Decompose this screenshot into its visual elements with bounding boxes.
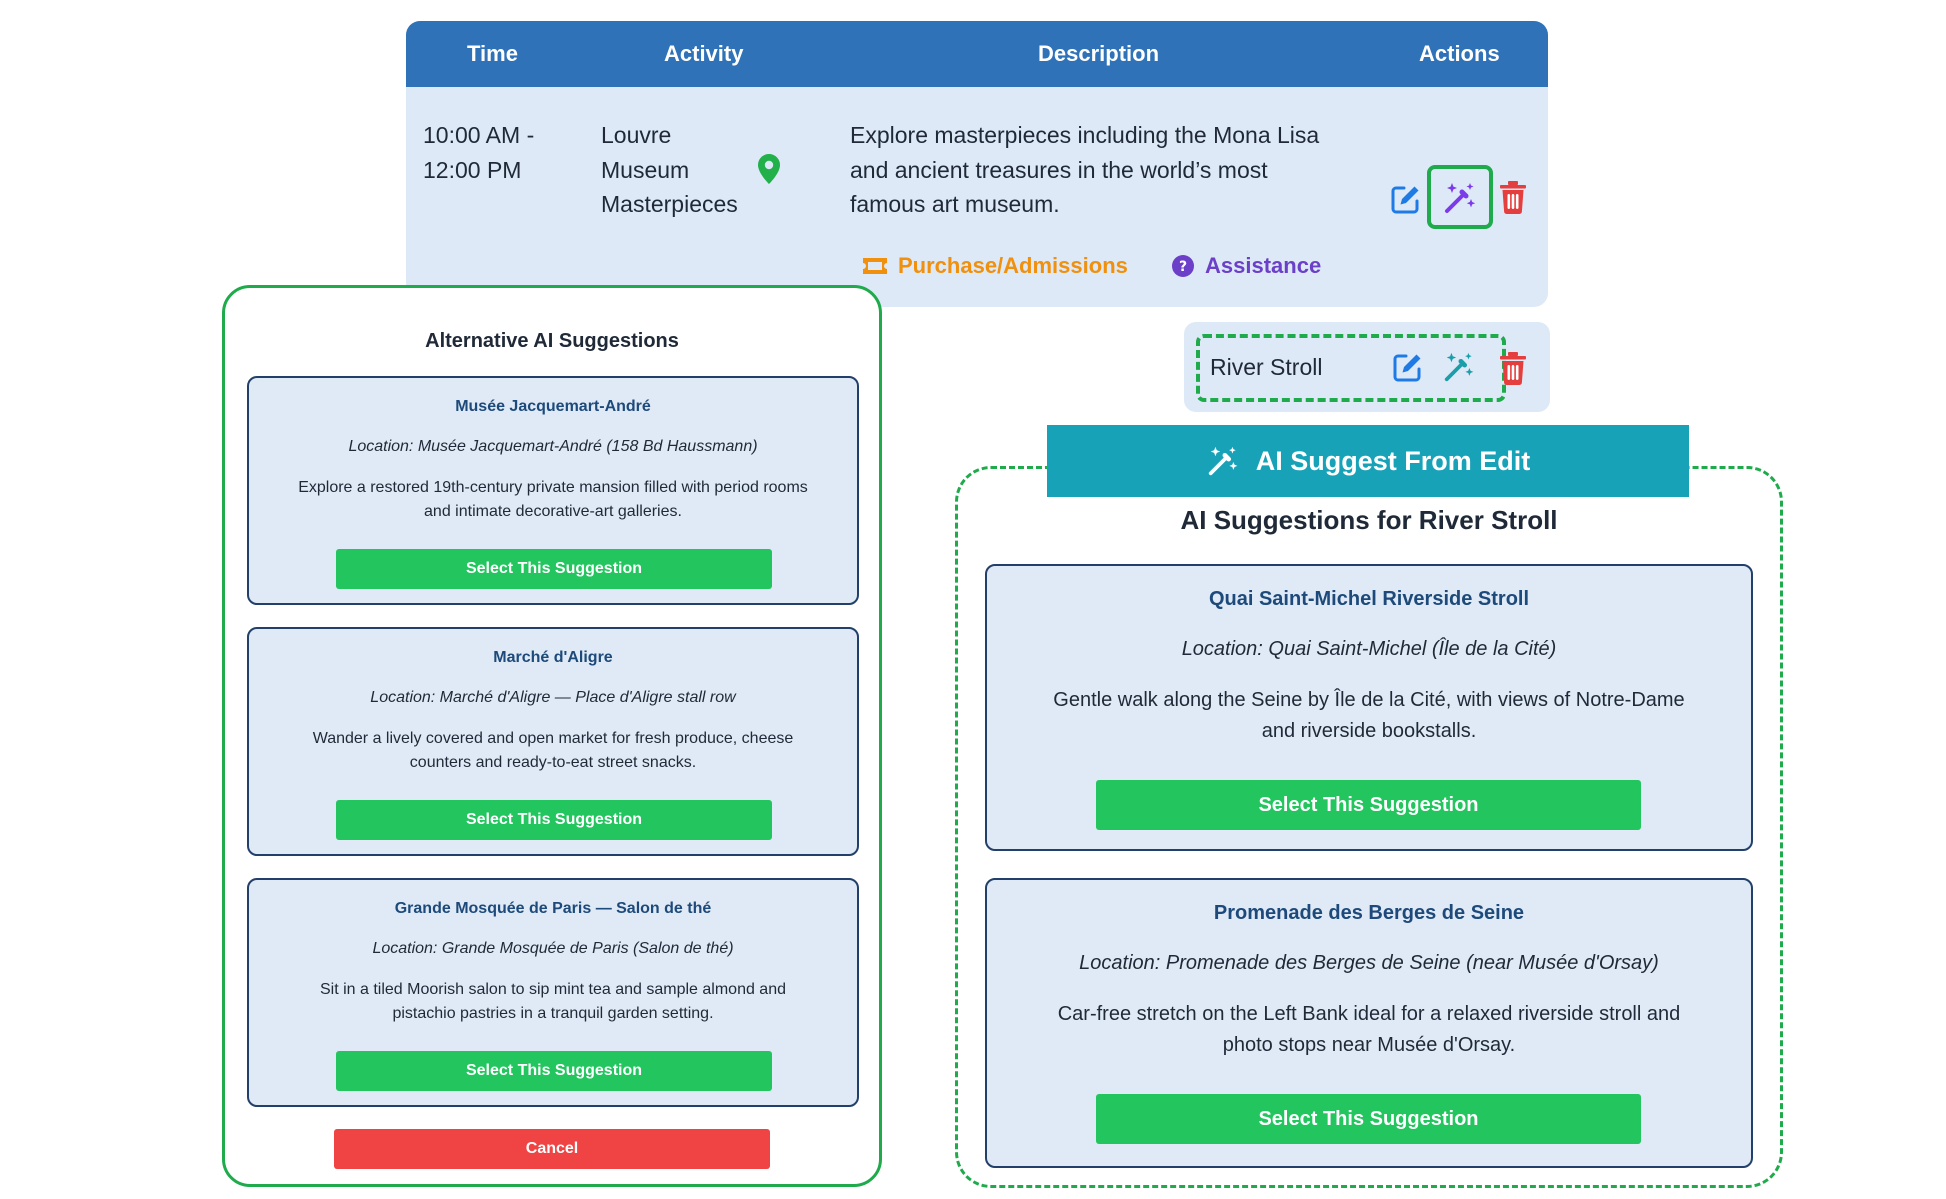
header-time: Time [467,41,518,66]
ticket-icon [863,258,887,274]
magic-wand-icon [1208,446,1238,476]
alternative-suggestions-panel: Alternative AI Suggestions Musée Jacquem… [222,285,882,1187]
suggestion-description-line-1: Wander a lively covered and open market … [312,730,794,747]
suggestion-title: Quai Saint-Michel Riverside Stroll [1208,588,1530,610]
suggestion-location: Location: Marché d'Aligre — Place d'Alig… [370,689,736,706]
edit-icon[interactable] [1391,350,1425,384]
panel-title: Alternative AI Suggestions [425,330,679,352]
activity-edit-input[interactable]: River Stroll [1210,354,1323,380]
suggestion-description-line-2: pistachio pastries in a tranquil garden … [392,1005,714,1022]
time-line-2: 12:00 PM [423,157,522,183]
ai-suggest-label: AI Suggest From Edit [1255,445,1531,476]
suggestion-card: Quai Saint-Michel Riverside Stroll Locat… [985,564,1753,851]
select-suggestion-button[interactable]: Select This Suggestion [336,800,772,840]
trash-icon[interactable] [1498,350,1528,386]
description-line-1: Explore masterpieces including the Mona … [850,122,1320,148]
table-header: Time Activity Description Actions [406,21,1548,87]
header-actions: Actions [1419,41,1500,66]
select-suggestion-button[interactable]: Select This Suggestion [336,549,772,589]
magic-wand-icon[interactable] [1441,349,1477,385]
time-line-1: 10:00 AM - [423,122,535,148]
suggestion-location: Location: Musée Jacquemart-André (158 Bd… [348,438,758,455]
suggestion-card: Grande Mosquée de Paris — Salon de thé L… [247,878,859,1107]
suggestion-description-line-2: counters and ready-to-eat street snacks. [409,754,697,771]
header-activity: Activity [664,41,744,66]
suggestion-description-line-1: Explore a restored 19th-century private … [298,479,808,496]
suggestion-description-line-2: and intimate decorative-art galleries. [424,503,682,520]
select-suggestion-button[interactable]: Select This Suggestion [1096,1094,1641,1144]
magic-highlight-frame [1427,165,1493,229]
suggestion-location: Location: Quai Saint-Michel (Île de la C… [1181,638,1557,660]
suggestion-description-line-1: Car-free stretch on the Left Bank ideal … [1057,1003,1681,1025]
header-description: Description [1038,41,1160,66]
suggestion-description-line-1: Sit in a tiled Moorish salon to sip mint… [319,981,786,998]
suggestion-card: Promenade des Berges de Seine Location: … [985,878,1753,1168]
magic-wand-icon[interactable] [1441,179,1479,217]
purchase-admissions-label: Purchase/Admissions [898,253,1128,278]
description-line-3: famous art museum. [850,191,1060,217]
edit-suggestions-panel: AI Suggestions for River Stroll Quai Sai… [955,466,1783,1188]
activity-line-3: Masterpieces [601,191,738,217]
panel-title: AI Suggestions for River Stroll [1180,505,1558,535]
itinerary-table: Time Activity Description Actions 10:00 … [406,21,1548,307]
suggestion-card: Marché d'Aligre Location: Marché d'Aligr… [247,627,859,856]
suggestion-description-line-2: photo stops near Musée d'Orsay. [1222,1034,1516,1056]
suggestion-location: Location: Grande Mosquée de Paris (Salon… [372,940,734,957]
suggestion-description-line-2: and riverside bookstalls. [1261,720,1477,742]
select-suggestion-button[interactable]: Select This Suggestion [336,1051,772,1091]
question-circle-icon: ? [1172,255,1194,277]
activity-line-2: Museum [601,157,690,183]
description-line-2: and ancient treasures in the world’s mos… [850,157,1268,183]
suggestion-location: Location: Promenade des Berges de Seine … [1079,952,1659,974]
trash-icon[interactable] [1498,179,1528,215]
suggestion-description-line-1: Gentle walk along the Seine by Île de la… [1053,689,1685,711]
purchase-admissions-link[interactable]: Purchase/Admissions [862,253,1128,279]
inline-edit-row: River Stroll [1184,322,1550,412]
assistance-label: Assistance [1205,253,1322,278]
suggestion-title: Promenade des Berges de Seine [1213,902,1525,924]
suggestion-title: Grande Mosquée de Paris — Salon de thé [394,900,712,917]
map-pin-icon[interactable] [757,153,781,185]
select-suggestion-button[interactable]: Select This Suggestion [1096,780,1641,830]
assistance-link[interactable]: ? Assistance [1171,253,1321,279]
suggestion-title: Musée Jacquemart-André [455,398,651,415]
cancel-button[interactable]: Cancel [334,1129,770,1169]
activity-line-1: Louvre [601,122,672,148]
svg-text:?: ? [1179,259,1187,275]
edit-icon[interactable] [1388,181,1424,217]
ai-suggest-from-edit-button[interactable]: AI Suggest From Edit [1047,425,1689,497]
suggestion-card: Musée Jacquemart-André Location: Musée J… [247,376,859,605]
suggestion-title: Marché d'Aligre [493,649,613,666]
